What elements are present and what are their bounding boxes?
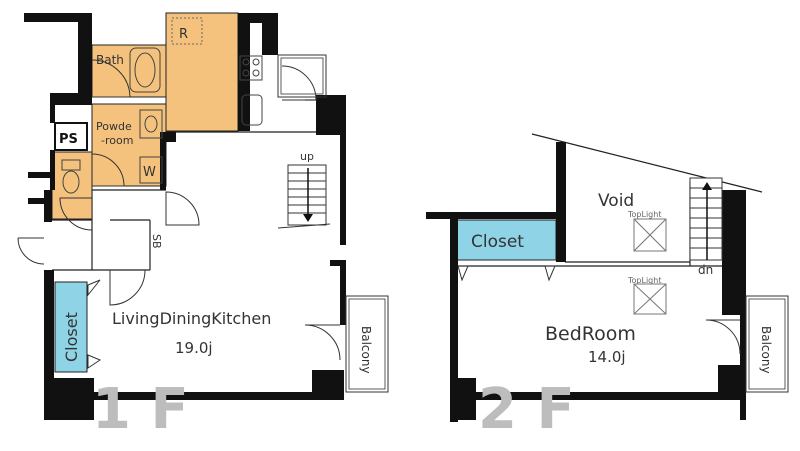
skylight-icon: [633, 218, 667, 315]
toilet-room: [51, 151, 93, 220]
door-swing-icon: [17, 59, 341, 369]
balcony-2f: [745, 295, 789, 393]
floor-1-plan: Bath R Powde -room W PS SB Closet Living…: [17, 12, 389, 442]
door-swing-icon: [705, 319, 741, 355]
ldk-size-label: 19.0j: [175, 339, 213, 357]
kitchen-area: [165, 12, 239, 132]
bathtub-icon: [129, 47, 161, 93]
stair-down-label: dn: [698, 263, 713, 277]
sink-icon: [139, 109, 163, 139]
closet-1f: [54, 281, 88, 373]
stove-icon: [242, 58, 260, 77]
floor-2-label: 2 F: [478, 377, 575, 442]
toplight-2-label: TopLight: [627, 276, 661, 285]
closet-2f: [455, 219, 557, 261]
toilet-icon: [61, 159, 81, 171]
closet-1f-label: Closet: [62, 312, 81, 362]
floor-2-plan: Void TopLight TopLight Closet BedRoom 14…: [426, 133, 789, 442]
balcony-1f: [345, 295, 389, 393]
bath-label: Bath: [96, 53, 124, 67]
shoe-box-label: SB: [150, 234, 163, 249]
stair-2f: [689, 177, 723, 261]
bedroom-label: BedRoom: [545, 323, 636, 345]
floor-1-label: 1 F: [92, 377, 189, 442]
washer-label: W: [143, 165, 156, 180]
pipe-space-label: PS: [59, 132, 78, 147]
closet-2f-label: Closet: [471, 232, 524, 252]
powder-room-label-2: -room: [101, 134, 133, 147]
ldk-label: LivingDiningKitchen: [112, 309, 271, 328]
powder-room-label-1: Powde: [96, 120, 132, 133]
stair-1f: [277, 164, 331, 229]
balcony-1f-label: Balcony: [359, 326, 373, 374]
powder-room: [91, 103, 167, 187]
refrigerator-label: R: [179, 27, 188, 42]
pipe-space: [54, 122, 88, 151]
toplight-1-label: TopLight: [627, 210, 661, 219]
bedroom-size-label: 14.0j: [588, 348, 626, 366]
void-label: Void: [598, 191, 634, 211]
stair-up-label: up: [300, 150, 314, 163]
balcony-2f-label: Balcony: [759, 326, 773, 374]
